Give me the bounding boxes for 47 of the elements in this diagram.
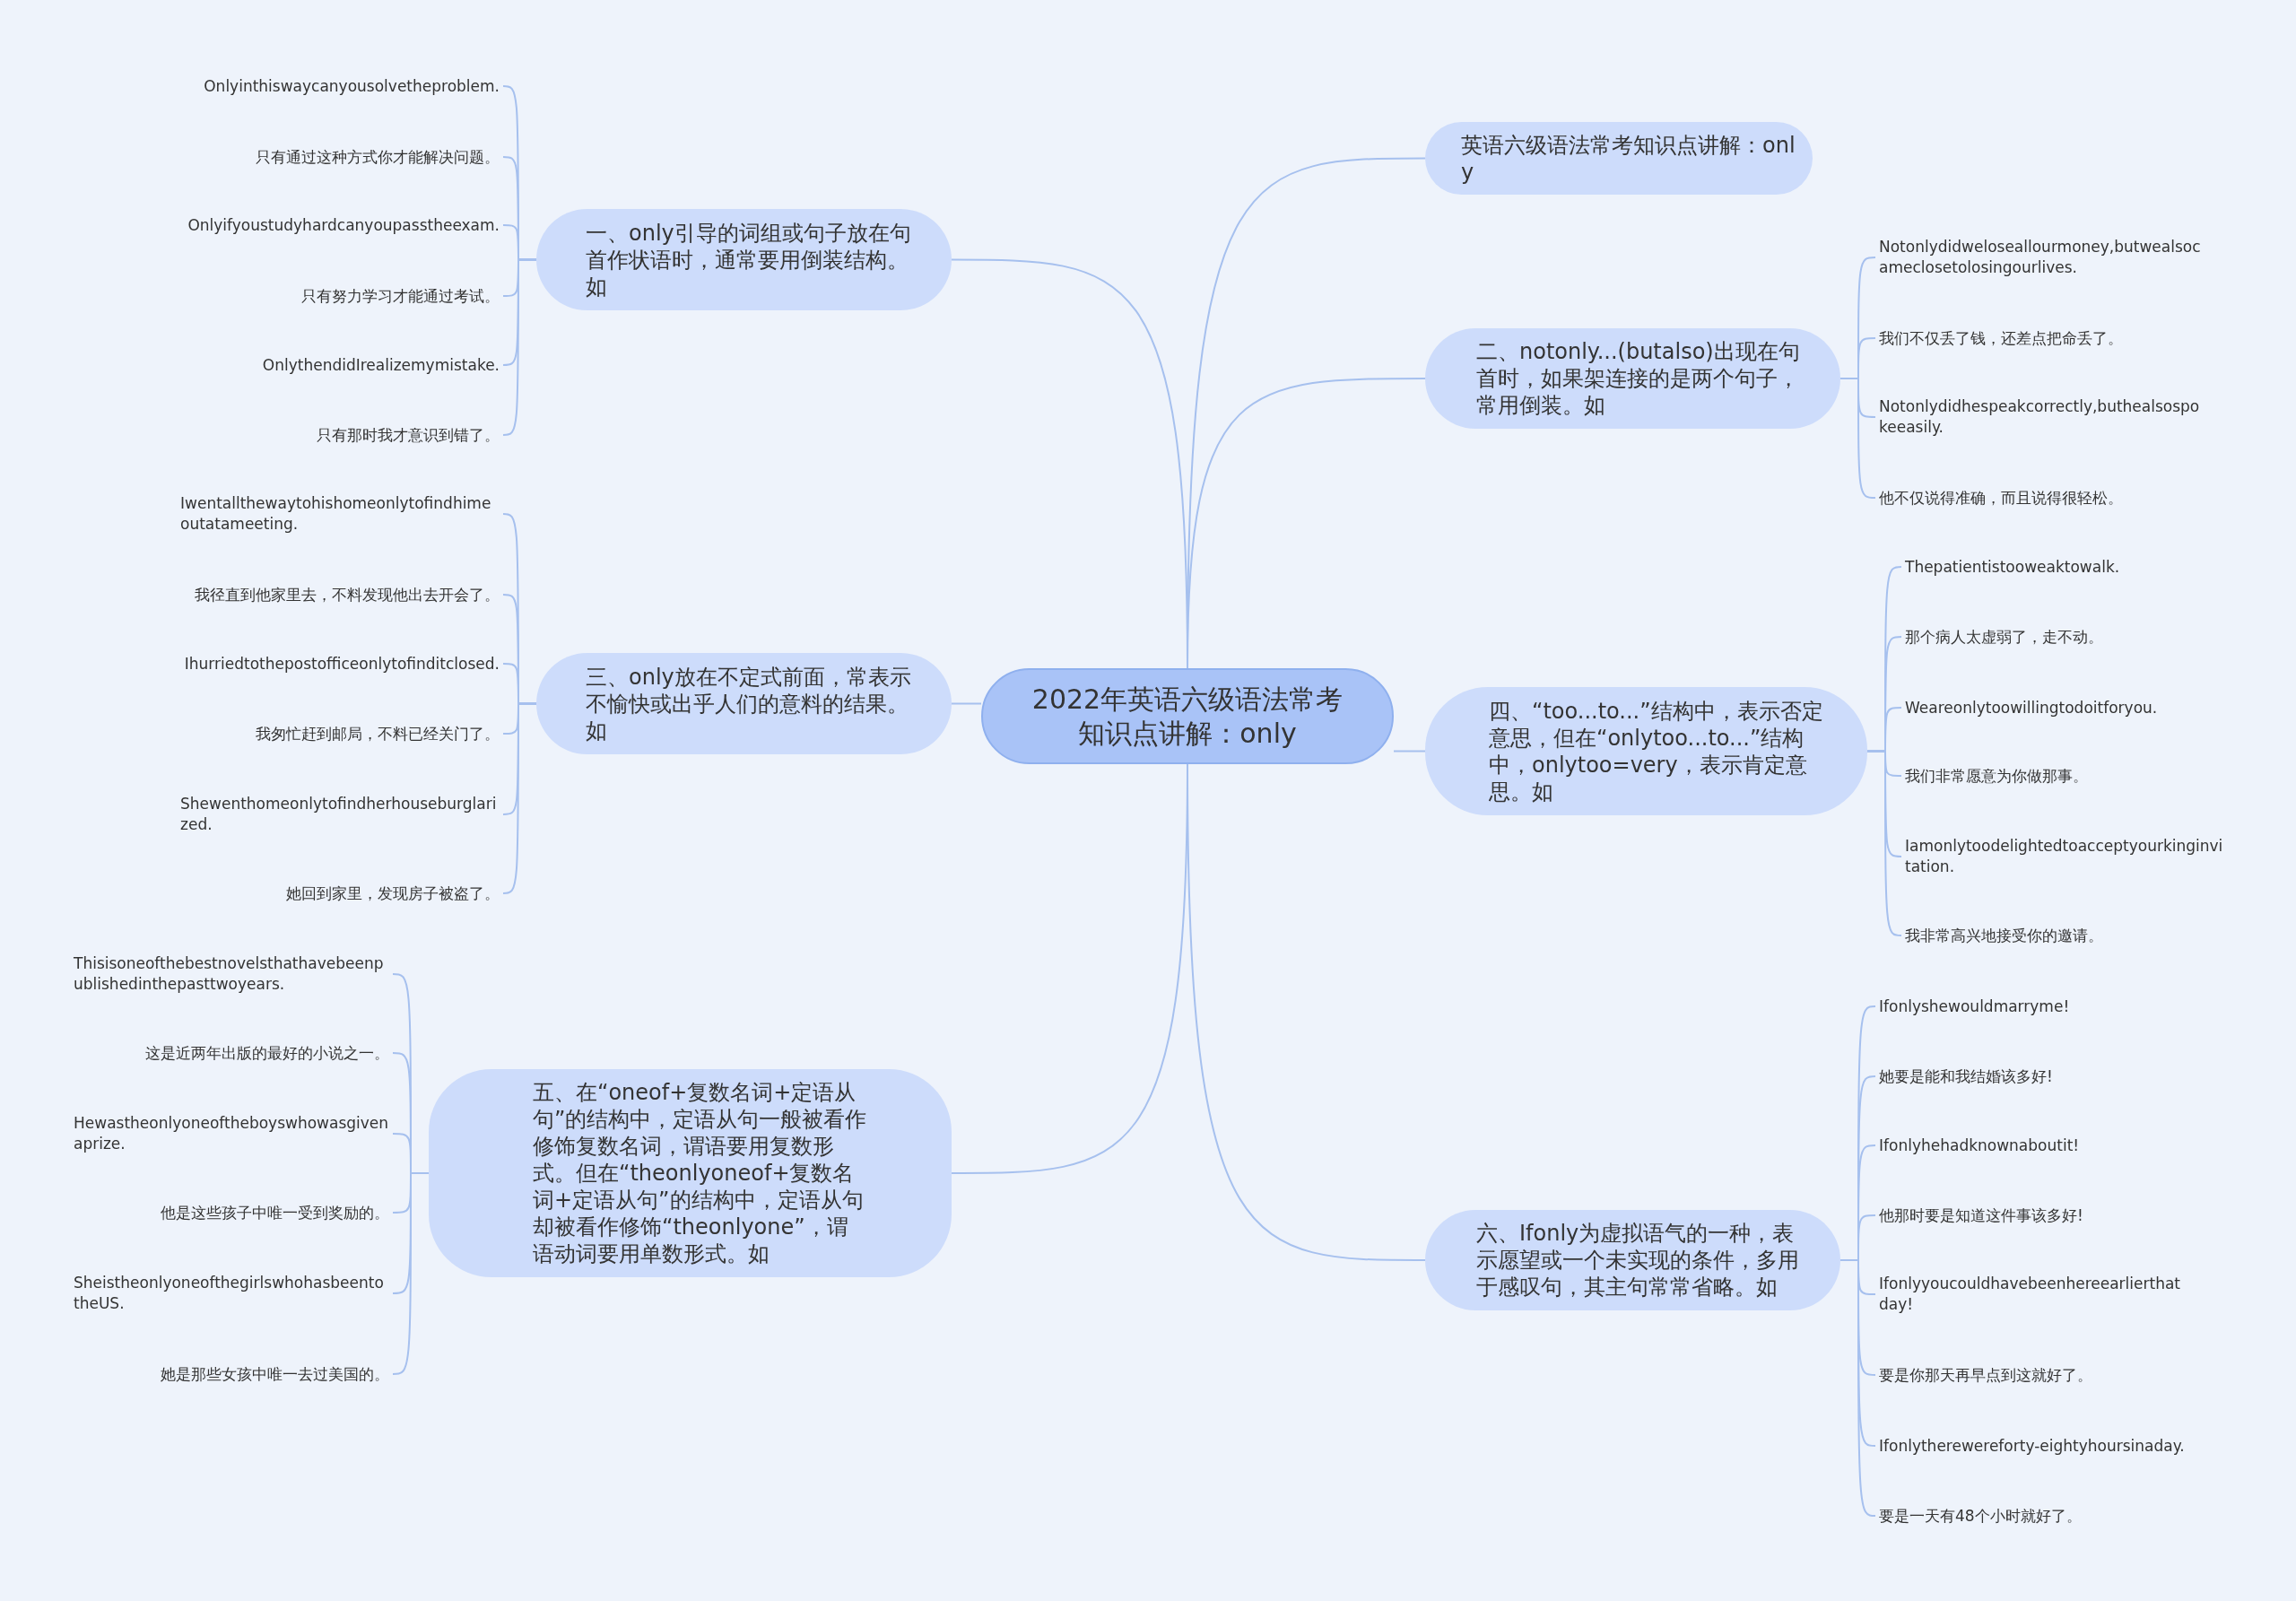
example-sentence: Ihurriedtothepostofficeonlytofinditclosed. (184, 653, 500, 674)
example-sentence: Thepatientistooweaktowalk. (1905, 556, 2120, 578)
example-sentence: 她要是能和我结婚该多好! (1879, 1066, 2053, 1087)
example-sentence: 要是一天有48个小时就好了。 (1879, 1505, 2082, 1527)
example-sentence: OnlythendidIrealizemymistake. (262, 354, 500, 376)
example-sentence: 他是这些孩子中唯一受到奖励的。 (161, 1202, 389, 1223)
example-sentence: Notonlydidweloseallourmoney,butwealsocameclosetolosingourlives. (1879, 237, 2204, 278)
example-sentence: 她回到家里，发现房子被盗了。 (286, 883, 500, 904)
example-sentence: 我径直到他家里去，不料发现他出去开会了。 (195, 584, 500, 605)
example-sentence: 我们非常愿意为你做那事。 (1905, 765, 2088, 787)
example-sentence: 要是你那天再早点到这就好了。 (1879, 1364, 2092, 1386)
topic-bubble: 英语六级语法常考知识点讲解：only (1425, 122, 1813, 195)
example-sentence: 我们不仅丢了钱，还差点把命丢了。 (1879, 327, 2123, 349)
example-sentence: SheistheonlyoneofthegirlswhohasbeentotheUS. (74, 1273, 389, 1314)
topic-bubble: 六、Ifonly为虚拟语气的一种，表示愿望或一个未实现的条件，多用于感叹句，其主句常常省略。如 (1425, 1210, 1840, 1310)
example-sentence: Hewastheonlyoneoftheboyswhowasgivenaprize. (74, 1113, 389, 1154)
example-sentence: 只有那时我才意识到错了。 (317, 424, 500, 446)
example-sentence: 这是近两年出版的最好的小说之一。 (145, 1042, 389, 1064)
example-sentence: Iwentallthewaytohishomeonlytofindhimeoutatameeting. (180, 493, 500, 535)
topic-bubble: 四、“too...to...”结构中，表示否定意思，但在“onlytoo...to...”结构中，onlytoo=very，表示肯定意思。如 (1425, 687, 1867, 815)
example-sentence: Ifonlytherewereforty-eightyhoursinaday. (1879, 1435, 2185, 1457)
example-sentence: Thisisoneofthebestnovelsthathavebeenpublishedinthepasttwoyears. (74, 953, 389, 995)
example-sentence: Onlyifyoustudyhardcanyoupasstheexam. (187, 214, 500, 236)
example-sentence: 我匆忙赶到邮局，不料已经关门了。 (256, 723, 500, 744)
example-sentence: 只有努力学习才能通过考试。 (301, 285, 500, 307)
topic-bubble: 五、在“oneof+复数名词+定语从句”的结构中，定语从句一般被看作修饰复数名词，谓语要用复数形式。但在“theonlyoneof+复数名词+定语从句”的结构中，定语从句却被看作修饰“theonlyone”，谓语动词要用单数形式。如 (429, 1069, 952, 1277)
example-sentence: Notonlydidhespeakcorrectly,buthealsospokeeasily. (1879, 396, 2204, 438)
example-sentence: 那个病人太虚弱了，走不动。 (1905, 626, 2103, 648)
example-sentence: Weareonlytoowillingtodoitforyou. (1905, 697, 2158, 718)
example-sentence: 他不仅说得准确，而且说得很轻松。 (1879, 487, 2123, 509)
example-sentence: Ifonlyshewouldmarryme! (1879, 996, 2070, 1017)
example-sentence: 她是那些女孩中唯一去过美国的。 (161, 1363, 389, 1385)
example-sentence: Shewenthomeonlytofindherhouseburglarized. (180, 794, 500, 835)
branch-line (951, 702, 982, 705)
example-sentence: 我非常高兴地接受你的邀请。 (1905, 925, 2103, 946)
example-sentence: Ifonlyyoucouldhavebeenhereearlierthatday! (1879, 1274, 2188, 1315)
example-sentence: 他那时要是知道这件事该多好! (1879, 1205, 2083, 1226)
example-sentence: Iamonlytoodelightedtoacceptyourkinginvitation. (1905, 836, 2224, 877)
topic-bubble: 三、only放在不定式前面，常表示不愉快或出乎人们的意料的结果。如 (536, 653, 952, 754)
central-topic: 2022年英语六级语法常考知识点讲解：only (981, 668, 1394, 764)
topic-bubble: 二、notonly...(butalso)出现在句首时，如果架连接的是两个句子，常用倒装。如 (1425, 328, 1840, 429)
example-sentence: 只有通过这种方式你才能解决问题。 (256, 146, 500, 168)
topic-bubble: 一、only引导的词组或句子放在句首作状语时，通常要用倒装结构。如 (536, 209, 952, 310)
example-sentence: Onlyinthiswaycanyousolvetheproblem. (204, 75, 500, 97)
example-sentence: Ifonlyhehadknownaboutit! (1879, 1135, 2080, 1156)
branch-line (1839, 1259, 1876, 1517)
branch-line (1393, 750, 1426, 753)
